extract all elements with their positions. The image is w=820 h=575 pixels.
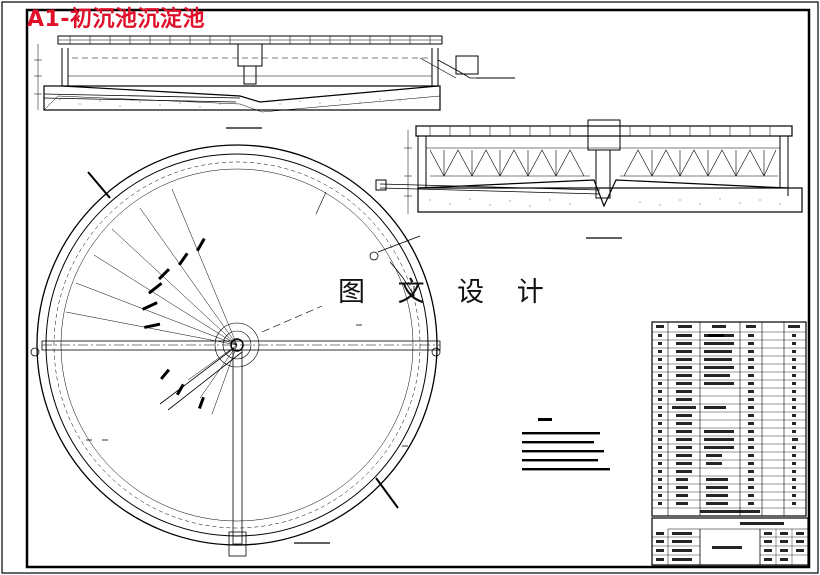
section-2-2 [375,119,803,239]
section-1-1-hatch [59,97,421,108]
drawing-title: A1-初沉池沉淀池 [27,7,205,32]
watermark-text: 图 文 设 计 [338,277,556,308]
notes-block [522,418,610,471]
equipment-table [651,321,807,517]
section-2-2-hatch [429,198,781,207]
title-block [651,517,809,566]
title-block-text [656,522,804,561]
leader-labels [142,237,206,410]
section-1-1 [34,35,515,129]
inner-border [25,8,811,569]
equipment-table-text [656,325,800,513]
plan-view [30,144,441,557]
